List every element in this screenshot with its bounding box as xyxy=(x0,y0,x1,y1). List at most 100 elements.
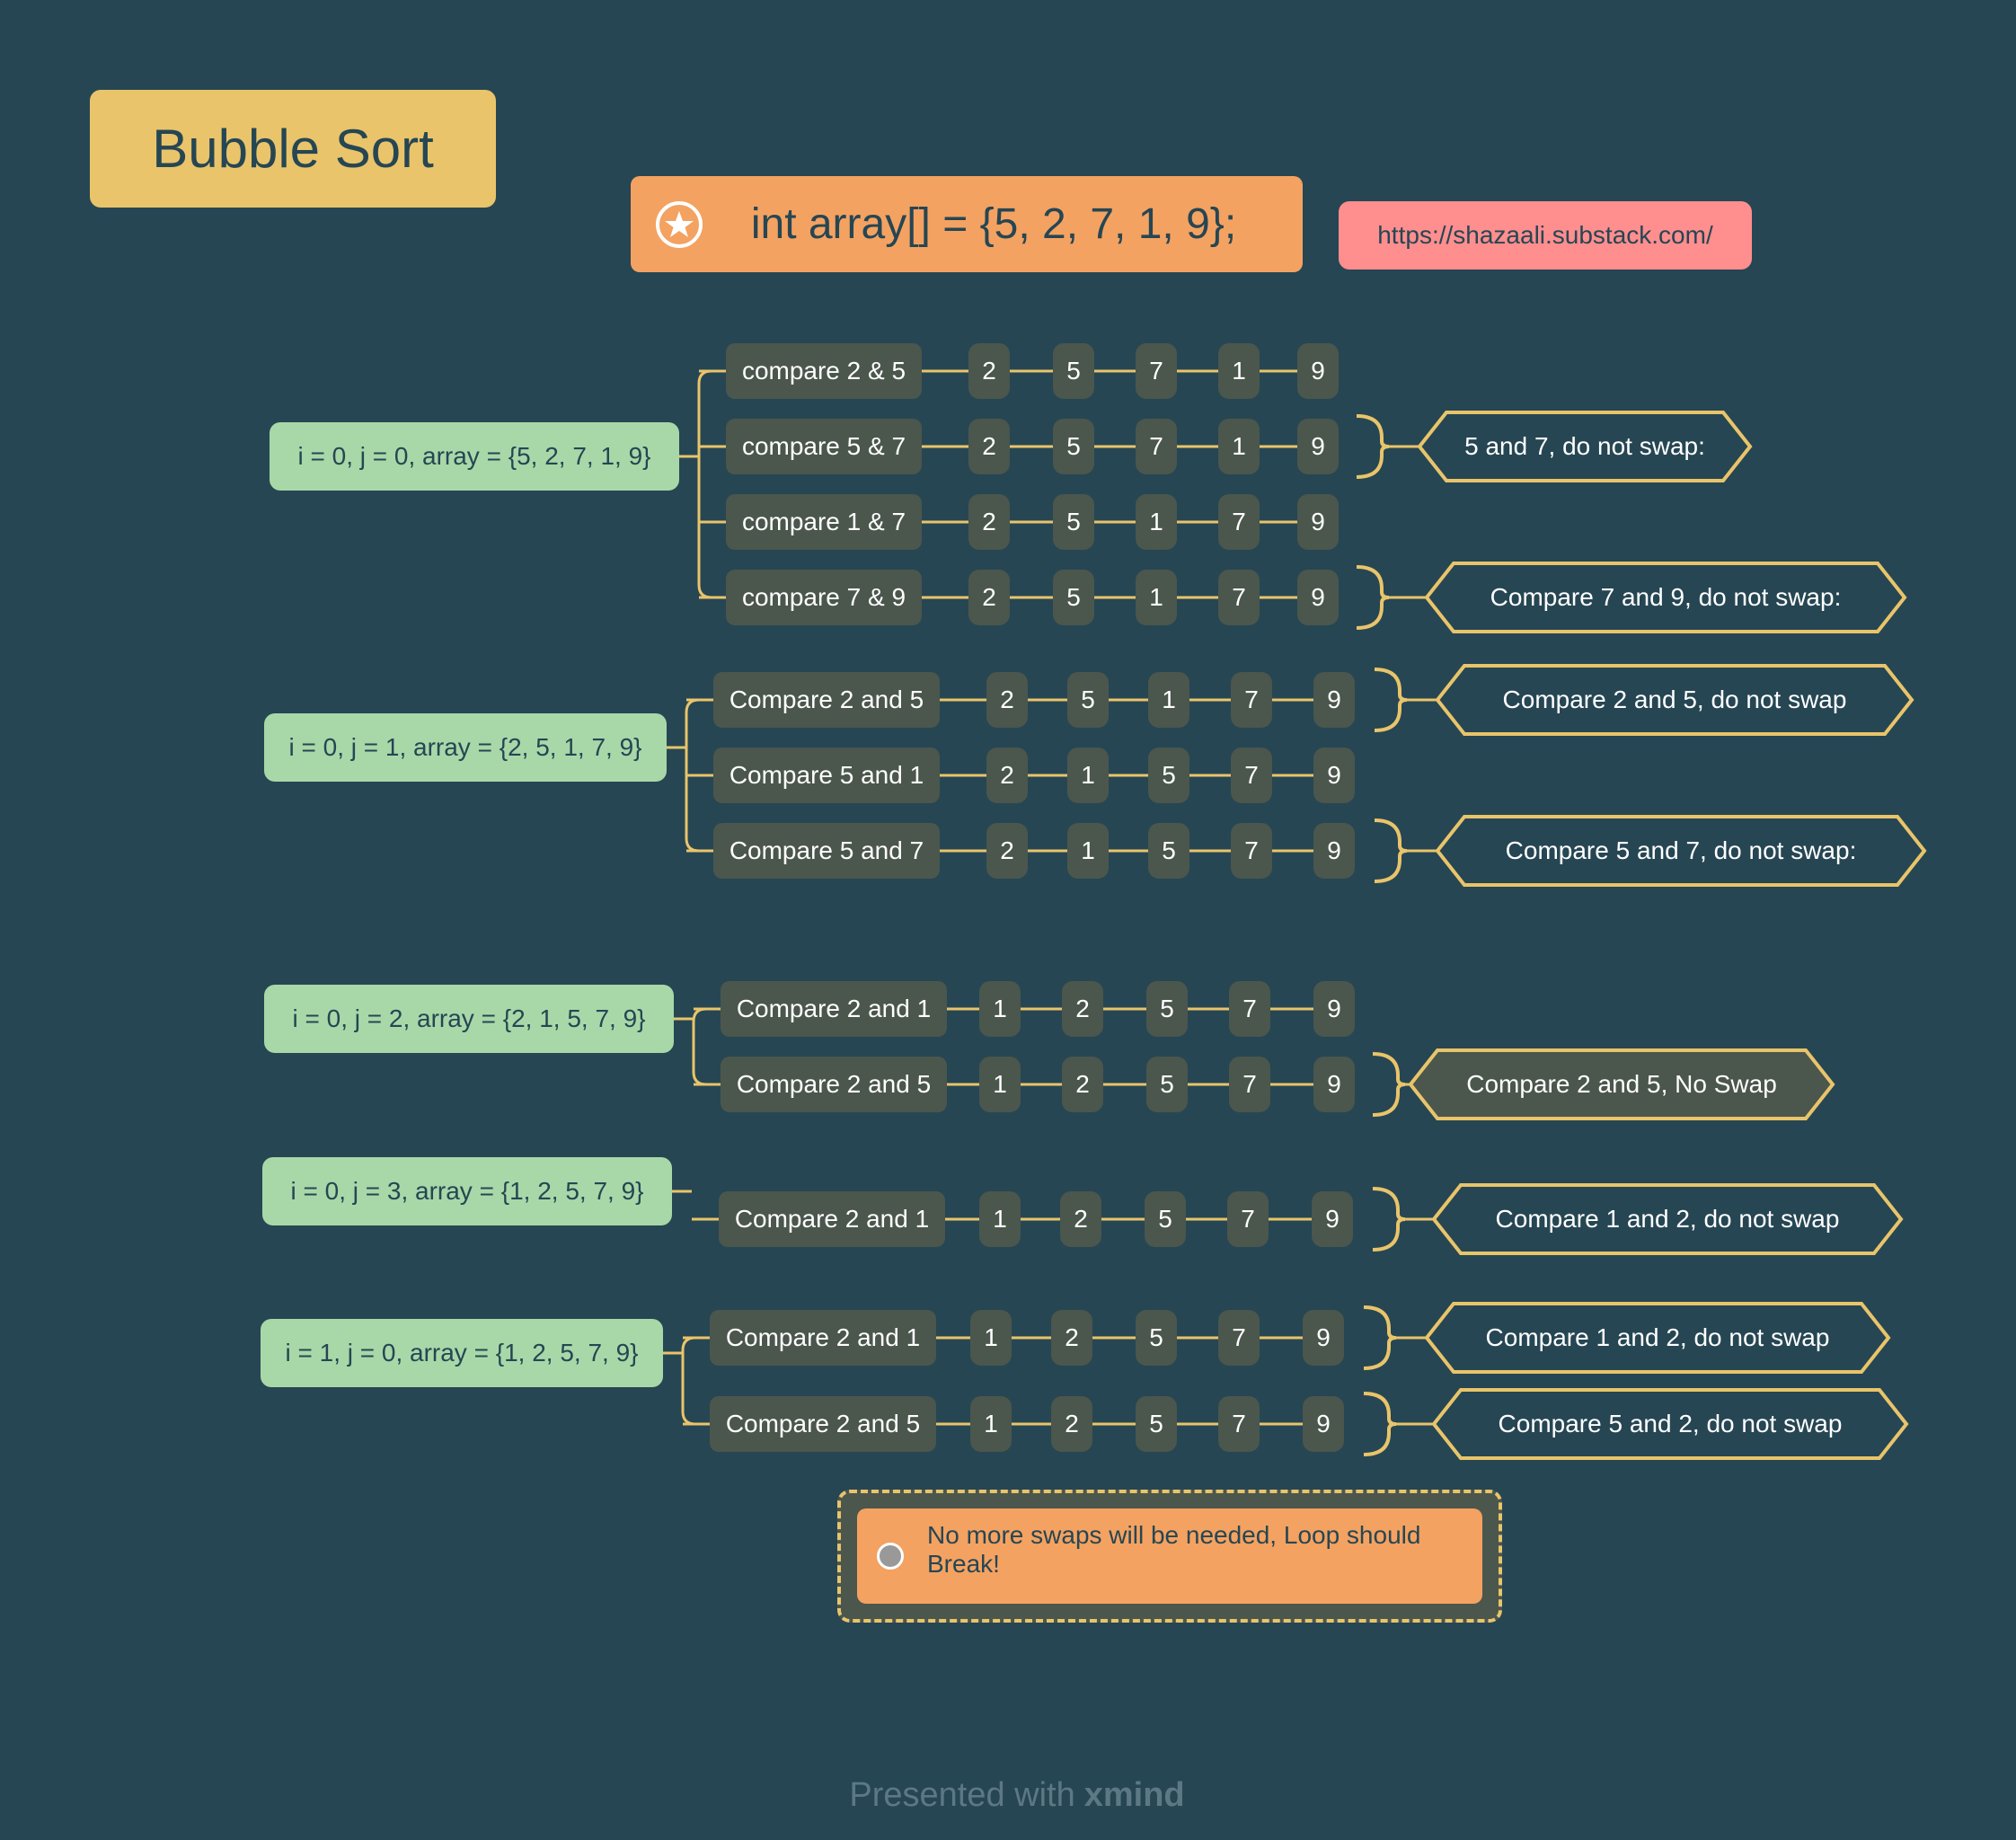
array-value-node[interactable]: 9 xyxy=(1303,1310,1344,1366)
array-value-node[interactable]: 5 xyxy=(1145,1191,1186,1247)
array-value-node[interactable]: 2 xyxy=(968,343,1010,399)
array-value-node[interactable]: 1 xyxy=(970,1396,1012,1452)
array-value-node[interactable]: 2 xyxy=(968,570,1010,625)
summary-hexagon xyxy=(1435,815,1927,887)
compare-node[interactable]: Compare 2 and 5 xyxy=(710,1396,936,1452)
compare-node[interactable]: Compare 2 and 1 xyxy=(721,981,947,1037)
array-value-node[interactable]: 1 xyxy=(1136,570,1177,625)
compare-node[interactable]: Compare 2 and 5 xyxy=(721,1057,947,1112)
summary-bracket xyxy=(1356,565,1390,630)
conclusion-node[interactable]: No more swaps will be needed, Loop shoul… xyxy=(857,1508,1482,1604)
compare-node[interactable]: Compare 2 and 1 xyxy=(719,1191,945,1247)
array-value-node[interactable]: 9 xyxy=(1313,748,1355,803)
compare-node[interactable]: compare 7 & 9 xyxy=(726,570,922,625)
array-value-node[interactable]: 9 xyxy=(1303,1396,1344,1452)
array-value-node[interactable]: 2 xyxy=(1051,1310,1092,1366)
array-value-node[interactable]: 5 xyxy=(1146,981,1188,1037)
summary-bracket xyxy=(1372,1052,1406,1117)
array-value-node[interactable]: 1 xyxy=(1067,823,1109,879)
array-value-node[interactable]: 5 xyxy=(1146,1057,1188,1112)
summary-note[interactable]: Compare 1 and 2, do not swap xyxy=(1485,1323,1830,1351)
array-value-node[interactable]: 1 xyxy=(1218,419,1260,474)
array-value-node[interactable]: 5 xyxy=(1136,1396,1177,1452)
array-value-node[interactable]: 7 xyxy=(1229,1057,1270,1112)
radio-icon xyxy=(877,1543,904,1570)
array-value-node[interactable]: 1 xyxy=(979,981,1021,1037)
array-declaration-text: int array[] = {5, 2, 7, 1, 9}; xyxy=(750,200,1237,248)
array-value-node[interactable]: 7 xyxy=(1218,570,1260,625)
array-value-node[interactable]: 9 xyxy=(1313,981,1355,1037)
compare-node[interactable]: compare 1 & 7 xyxy=(726,494,922,550)
array-value-node[interactable]: 2 xyxy=(986,672,1028,728)
array-declaration-node[interactable]: int array[] = {5, 2, 7, 1, 9}; xyxy=(631,176,1303,272)
iteration-node[interactable]: i = 0, j = 3, array = {1, 2, 5, 7, 9} xyxy=(262,1157,672,1225)
summary-bracket xyxy=(1363,1392,1397,1456)
array-value-node[interactable]: 7 xyxy=(1218,1396,1260,1452)
array-value-node[interactable]: 5 xyxy=(1053,419,1094,474)
array-value-node[interactable]: 1 xyxy=(1136,494,1177,550)
summary-hexagon xyxy=(1424,562,1907,633)
iteration-node[interactable]: i = 0, j = 2, array = {2, 1, 5, 7, 9} xyxy=(264,985,674,1053)
compare-node[interactable]: compare 2 & 5 xyxy=(726,343,922,399)
compare-node[interactable]: Compare 2 and 1 xyxy=(710,1310,936,1366)
array-value-node[interactable]: 2 xyxy=(968,494,1010,550)
array-value-node[interactable]: 9 xyxy=(1297,343,1339,399)
summary-note[interactable]: Compare 2 and 5, No Swap xyxy=(1466,1070,1777,1098)
summary-hexagon xyxy=(1431,1388,1909,1460)
iteration-node[interactable]: i = 0, j = 1, array = {2, 5, 1, 7, 9} xyxy=(264,713,667,782)
summary-note[interactable]: Compare 5 and 7, do not swap: xyxy=(1505,836,1857,864)
summary-note[interactable]: Compare 1 and 2, do not swap xyxy=(1495,1205,1840,1233)
array-value-node[interactable]: 9 xyxy=(1297,419,1339,474)
array-value-node[interactable]: 1 xyxy=(1148,672,1189,728)
summary-note[interactable]: Compare 2 and 5, do not swap xyxy=(1502,686,1847,713)
array-value-node[interactable]: 1 xyxy=(970,1310,1012,1366)
compare-node[interactable]: Compare 2 and 5 xyxy=(713,672,940,728)
branch-trunk xyxy=(697,369,726,599)
array-value-node[interactable]: 9 xyxy=(1297,570,1339,625)
array-value-node[interactable]: 9 xyxy=(1313,672,1355,728)
array-value-node[interactable]: 7 xyxy=(1231,823,1272,879)
array-value-node[interactable]: 2 xyxy=(1062,1057,1103,1112)
array-value-node[interactable]: 5 xyxy=(1067,672,1109,728)
array-value-node[interactable]: 1 xyxy=(979,1191,1021,1247)
array-value-node[interactable]: 1 xyxy=(1067,748,1109,803)
summary-note[interactable]: Compare 5 and 2, do not swap xyxy=(1498,1410,1843,1438)
array-value-node[interactable]: 1 xyxy=(979,1057,1021,1112)
url-link[interactable]: https://shazaali.substack.com/ xyxy=(1339,201,1752,270)
array-value-node[interactable]: 9 xyxy=(1297,494,1339,550)
array-value-node[interactable]: 9 xyxy=(1312,1191,1353,1247)
array-value-node[interactable]: 5 xyxy=(1136,1310,1177,1366)
compare-node[interactable]: compare 5 & 7 xyxy=(726,419,922,474)
array-value-node[interactable]: 2 xyxy=(1051,1396,1092,1452)
array-value-node[interactable]: 5 xyxy=(1148,823,1189,879)
array-value-node[interactable]: 7 xyxy=(1218,1310,1260,1366)
summary-note[interactable]: 5 and 7, do not swap: xyxy=(1464,432,1705,460)
diagram-title[interactable]: Bubble Sort xyxy=(90,90,496,208)
array-value-node[interactable]: 2 xyxy=(968,419,1010,474)
array-value-node[interactable]: 5 xyxy=(1053,570,1094,625)
array-value-node[interactable]: 2 xyxy=(1062,981,1103,1037)
array-value-node[interactable]: 7 xyxy=(1136,419,1177,474)
array-value-node[interactable]: 2 xyxy=(986,748,1028,803)
array-value-node[interactable]: 7 xyxy=(1227,1191,1269,1247)
summary-note[interactable]: Compare 7 and 9, do not swap: xyxy=(1490,583,1842,611)
iteration-node[interactable]: i = 0, j = 0, array = {5, 2, 7, 1, 9} xyxy=(270,422,679,491)
array-value-node[interactable]: 7 xyxy=(1136,343,1177,399)
array-value-node[interactable]: 7 xyxy=(1218,494,1260,550)
array-value-node[interactable]: 5 xyxy=(1053,343,1094,399)
array-value-node[interactable]: 9 xyxy=(1313,823,1355,879)
array-value-node[interactable]: 2 xyxy=(1060,1191,1101,1247)
iteration-node[interactable]: i = 1, j = 0, array = {1, 2, 5, 7, 9} xyxy=(261,1319,663,1387)
array-value-node[interactable]: 2 xyxy=(986,823,1028,879)
array-value-node[interactable]: 9 xyxy=(1313,1057,1355,1112)
summary-hexagon xyxy=(1408,1048,1835,1120)
array-value-node[interactable]: 5 xyxy=(1053,494,1094,550)
array-value-node[interactable]: 7 xyxy=(1231,672,1272,728)
branch-trunk xyxy=(681,1336,710,1426)
compare-node[interactable]: Compare 5 and 1 xyxy=(713,748,940,803)
array-value-node[interactable]: 7 xyxy=(1231,748,1272,803)
compare-node[interactable]: Compare 5 and 7 xyxy=(713,823,940,879)
array-value-node[interactable]: 1 xyxy=(1218,343,1260,399)
array-value-node[interactable]: 7 xyxy=(1229,981,1270,1037)
array-value-node[interactable]: 5 xyxy=(1148,748,1189,803)
